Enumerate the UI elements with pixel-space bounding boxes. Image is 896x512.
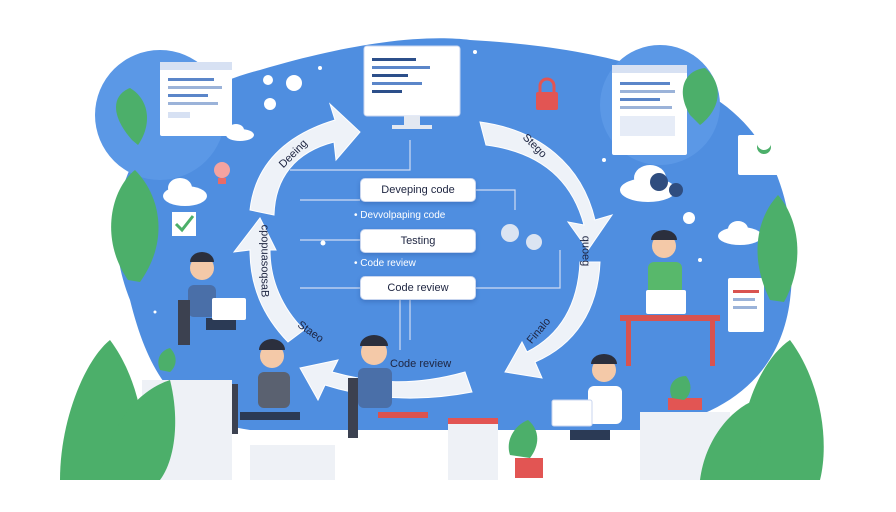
doc-panel-left: [160, 62, 232, 136]
person-right-top: [620, 230, 720, 366]
step-box-review: Code review: [360, 276, 476, 300]
person-left: [178, 252, 246, 345]
cloud-left: [163, 178, 207, 206]
arc-label-bottom-center: Code review: [390, 358, 452, 370]
person-center-left: [228, 339, 300, 434]
cycle-arrows: [232, 102, 614, 402]
lightbulb-icon: [214, 162, 230, 184]
step-box-testing: Testing: [360, 229, 476, 253]
doc-panel-small-right: [728, 278, 764, 332]
bullet-label-developing: Devvolpaping code: [360, 210, 446, 221]
arrow-right: [504, 261, 601, 379]
arrow-top-left: [249, 102, 361, 216]
connector-lines: [290, 140, 561, 350]
bullet-label-review: Code review: [360, 258, 416, 269]
step-label-developing: Deveping code: [381, 184, 455, 196]
person-right-bottom: [551, 354, 622, 440]
person-center: [348, 335, 428, 438]
plants: [60, 68, 824, 480]
arrow-bottom: [299, 359, 473, 402]
cloud-right-small: [718, 221, 762, 245]
gear-icon: [263, 75, 695, 250]
bullet-developing: • Devvolpaping code: [354, 210, 446, 221]
step-label-testing: Testing: [400, 235, 436, 247]
step-label-review: Code review: [387, 282, 449, 294]
sparkles: [153, 50, 702, 314]
checkbox-icon: [172, 212, 196, 236]
lock-icon: [536, 77, 558, 110]
bullet-review: • Code review: [354, 258, 416, 269]
arrow-top-right: [479, 121, 614, 251]
monitor: [363, 45, 461, 129]
step-box-developing: Deveping code: [360, 178, 476, 202]
arc-label-left: cpopuasoqsaB: [258, 224, 271, 298]
location-pin-icon: [757, 136, 772, 150]
arrow-left: [232, 217, 305, 343]
doc-panel-right: [612, 65, 687, 155]
arc-label-right: quoeg: [579, 235, 592, 267]
